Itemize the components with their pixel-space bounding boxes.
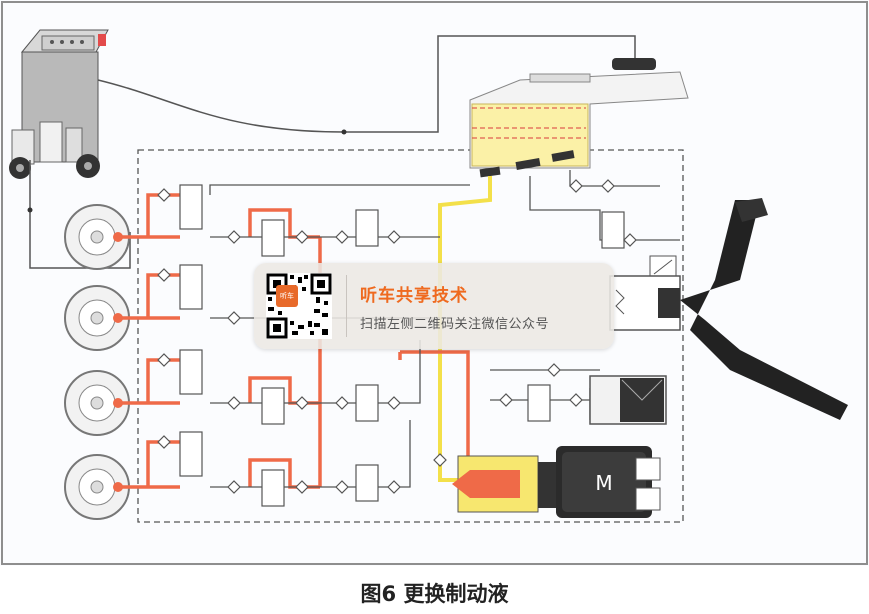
brake-system-diagram: M <box>0 0 869 566</box>
drain-hose <box>29 160 131 269</box>
qr-promo-card: 听车 听车共享技术 扫描左侧二维码关注微信公众号 <box>254 263 614 349</box>
qr-logo-badge: 听车 <box>276 285 298 307</box>
promo-title: 听车共享技术 <box>360 286 468 306</box>
wheel-front-left <box>64 204 130 270</box>
check-valves <box>157 179 637 494</box>
supply-hose <box>97 35 636 133</box>
pedal-assembly <box>609 198 848 420</box>
pressure-simulator <box>589 375 667 425</box>
promo-subtitle: 扫描左侧二维码关注微信公众号 <box>360 317 550 332</box>
wheel-rear-right <box>64 454 130 520</box>
wheel-rear-left <box>64 370 130 436</box>
valves <box>179 184 625 507</box>
motor-pump: M <box>452 446 661 518</box>
card-divider <box>346 275 347 337</box>
system-boundary <box>137 149 684 523</box>
brake-fluid-exchanger <box>9 29 109 179</box>
diagram-border <box>1 1 868 565</box>
figure-caption: 图6 更换制动液 <box>360 582 509 606</box>
wheel-brakes <box>64 204 130 520</box>
brake-fluid-reservoir <box>469 58 689 178</box>
motor-label: M <box>595 471 612 495</box>
wheel-front-right <box>64 285 130 351</box>
